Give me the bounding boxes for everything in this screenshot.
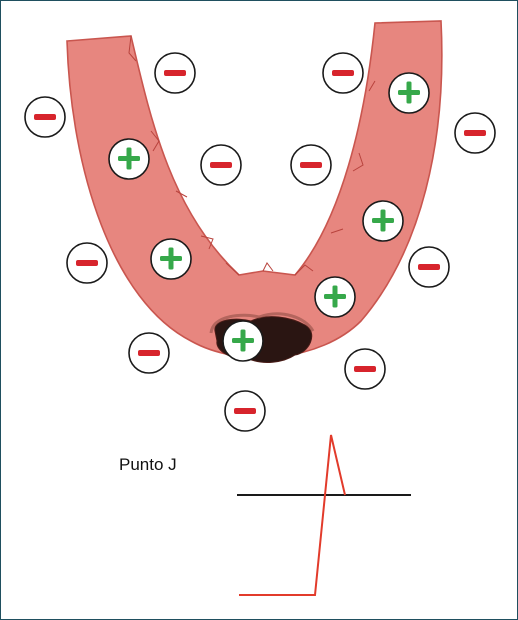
plus-charge-icon [108, 138, 150, 180]
minus-charge-icon [322, 52, 364, 94]
minus-charge-icon [224, 390, 266, 432]
plus-charge-icon [150, 238, 192, 280]
myocardium-wall [66, 20, 443, 359]
negative-charges [24, 52, 496, 432]
minus-charge-icon [290, 144, 332, 186]
minus-charge-icon [344, 348, 386, 390]
minus-charge-icon [408, 246, 450, 288]
minus-charge-icon [66, 242, 108, 284]
ecg-trace [239, 434, 346, 596]
positive-charges [108, 72, 430, 362]
minus-charge-icon [128, 332, 170, 374]
plus-charge-icon [362, 200, 404, 242]
plus-charge-icon [388, 72, 430, 114]
minus-charge-icon [154, 52, 196, 94]
lesion-halo [209, 312, 315, 334]
plus-charge-icon [314, 276, 356, 318]
j-point-label: Punto J [119, 455, 177, 474]
endocardial-fissures [128, 35, 376, 276]
minus-charge-icon [24, 96, 66, 138]
minus-charge-icon [200, 144, 242, 186]
minus-charge-icon [454, 112, 496, 154]
plus-charge-icon [222, 320, 264, 362]
